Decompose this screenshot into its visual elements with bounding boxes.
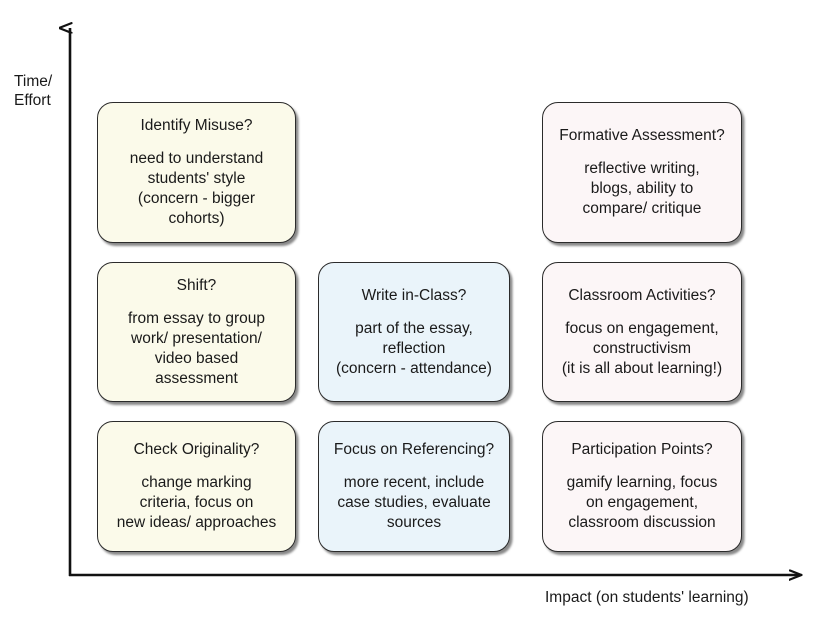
card-title: Check Originality?	[133, 441, 260, 458]
card-title: Focus on Referencing?	[333, 441, 495, 458]
card-body: need to understand students' style (conc…	[129, 150, 264, 227]
card-title: Formative Assessment?	[559, 127, 725, 144]
card-body: gamify learning, focus on engagement, cl…	[566, 474, 718, 531]
card-check-originality[interactable]: Check Originality? change marking criter…	[97, 421, 296, 552]
card-participation-points[interactable]: Participation Points? gamify learning, f…	[542, 421, 742, 552]
y-axis-label: Time/ Effort	[14, 73, 53, 109]
card-title: Identify Misuse?	[140, 117, 253, 134]
card-body: from essay to group work/ presentation/ …	[128, 309, 265, 387]
card-body: change marking criteria, focus on new id…	[116, 474, 277, 531]
card-body: part of the essay, reflection (concern -…	[336, 319, 492, 377]
card-title: Shift?	[176, 276, 217, 294]
card-write-in-class[interactable]: Write in-Class? part of the essay, refle…	[318, 262, 510, 402]
card-classroom-activities[interactable]: Classroom Activities? focus on engagemen…	[542, 262, 742, 402]
card-body: focus on engagement, constructivism (it …	[561, 319, 723, 377]
x-axis-label: Impact (on students' learning)	[545, 589, 749, 606]
card-body: reflective writing, blogs, ability to co…	[582, 160, 702, 217]
card-title: Write in-Class?	[361, 286, 467, 304]
card-formative-assessment[interactable]: Formative Assessment? reflective writing…	[542, 102, 742, 243]
card-focus-on-referencing[interactable]: Focus on Referencing? more recent, inclu…	[318, 421, 510, 552]
card-title: Classroom Activities?	[568, 286, 716, 304]
card-identify-misuse[interactable]: Identify Misuse? need to understand stud…	[97, 102, 296, 243]
card-shift[interactable]: Shift? from essay to group work/ present…	[97, 262, 296, 402]
card-title: Participation Points?	[571, 441, 713, 458]
card-body: more recent, include case studies, evalu…	[337, 474, 491, 531]
